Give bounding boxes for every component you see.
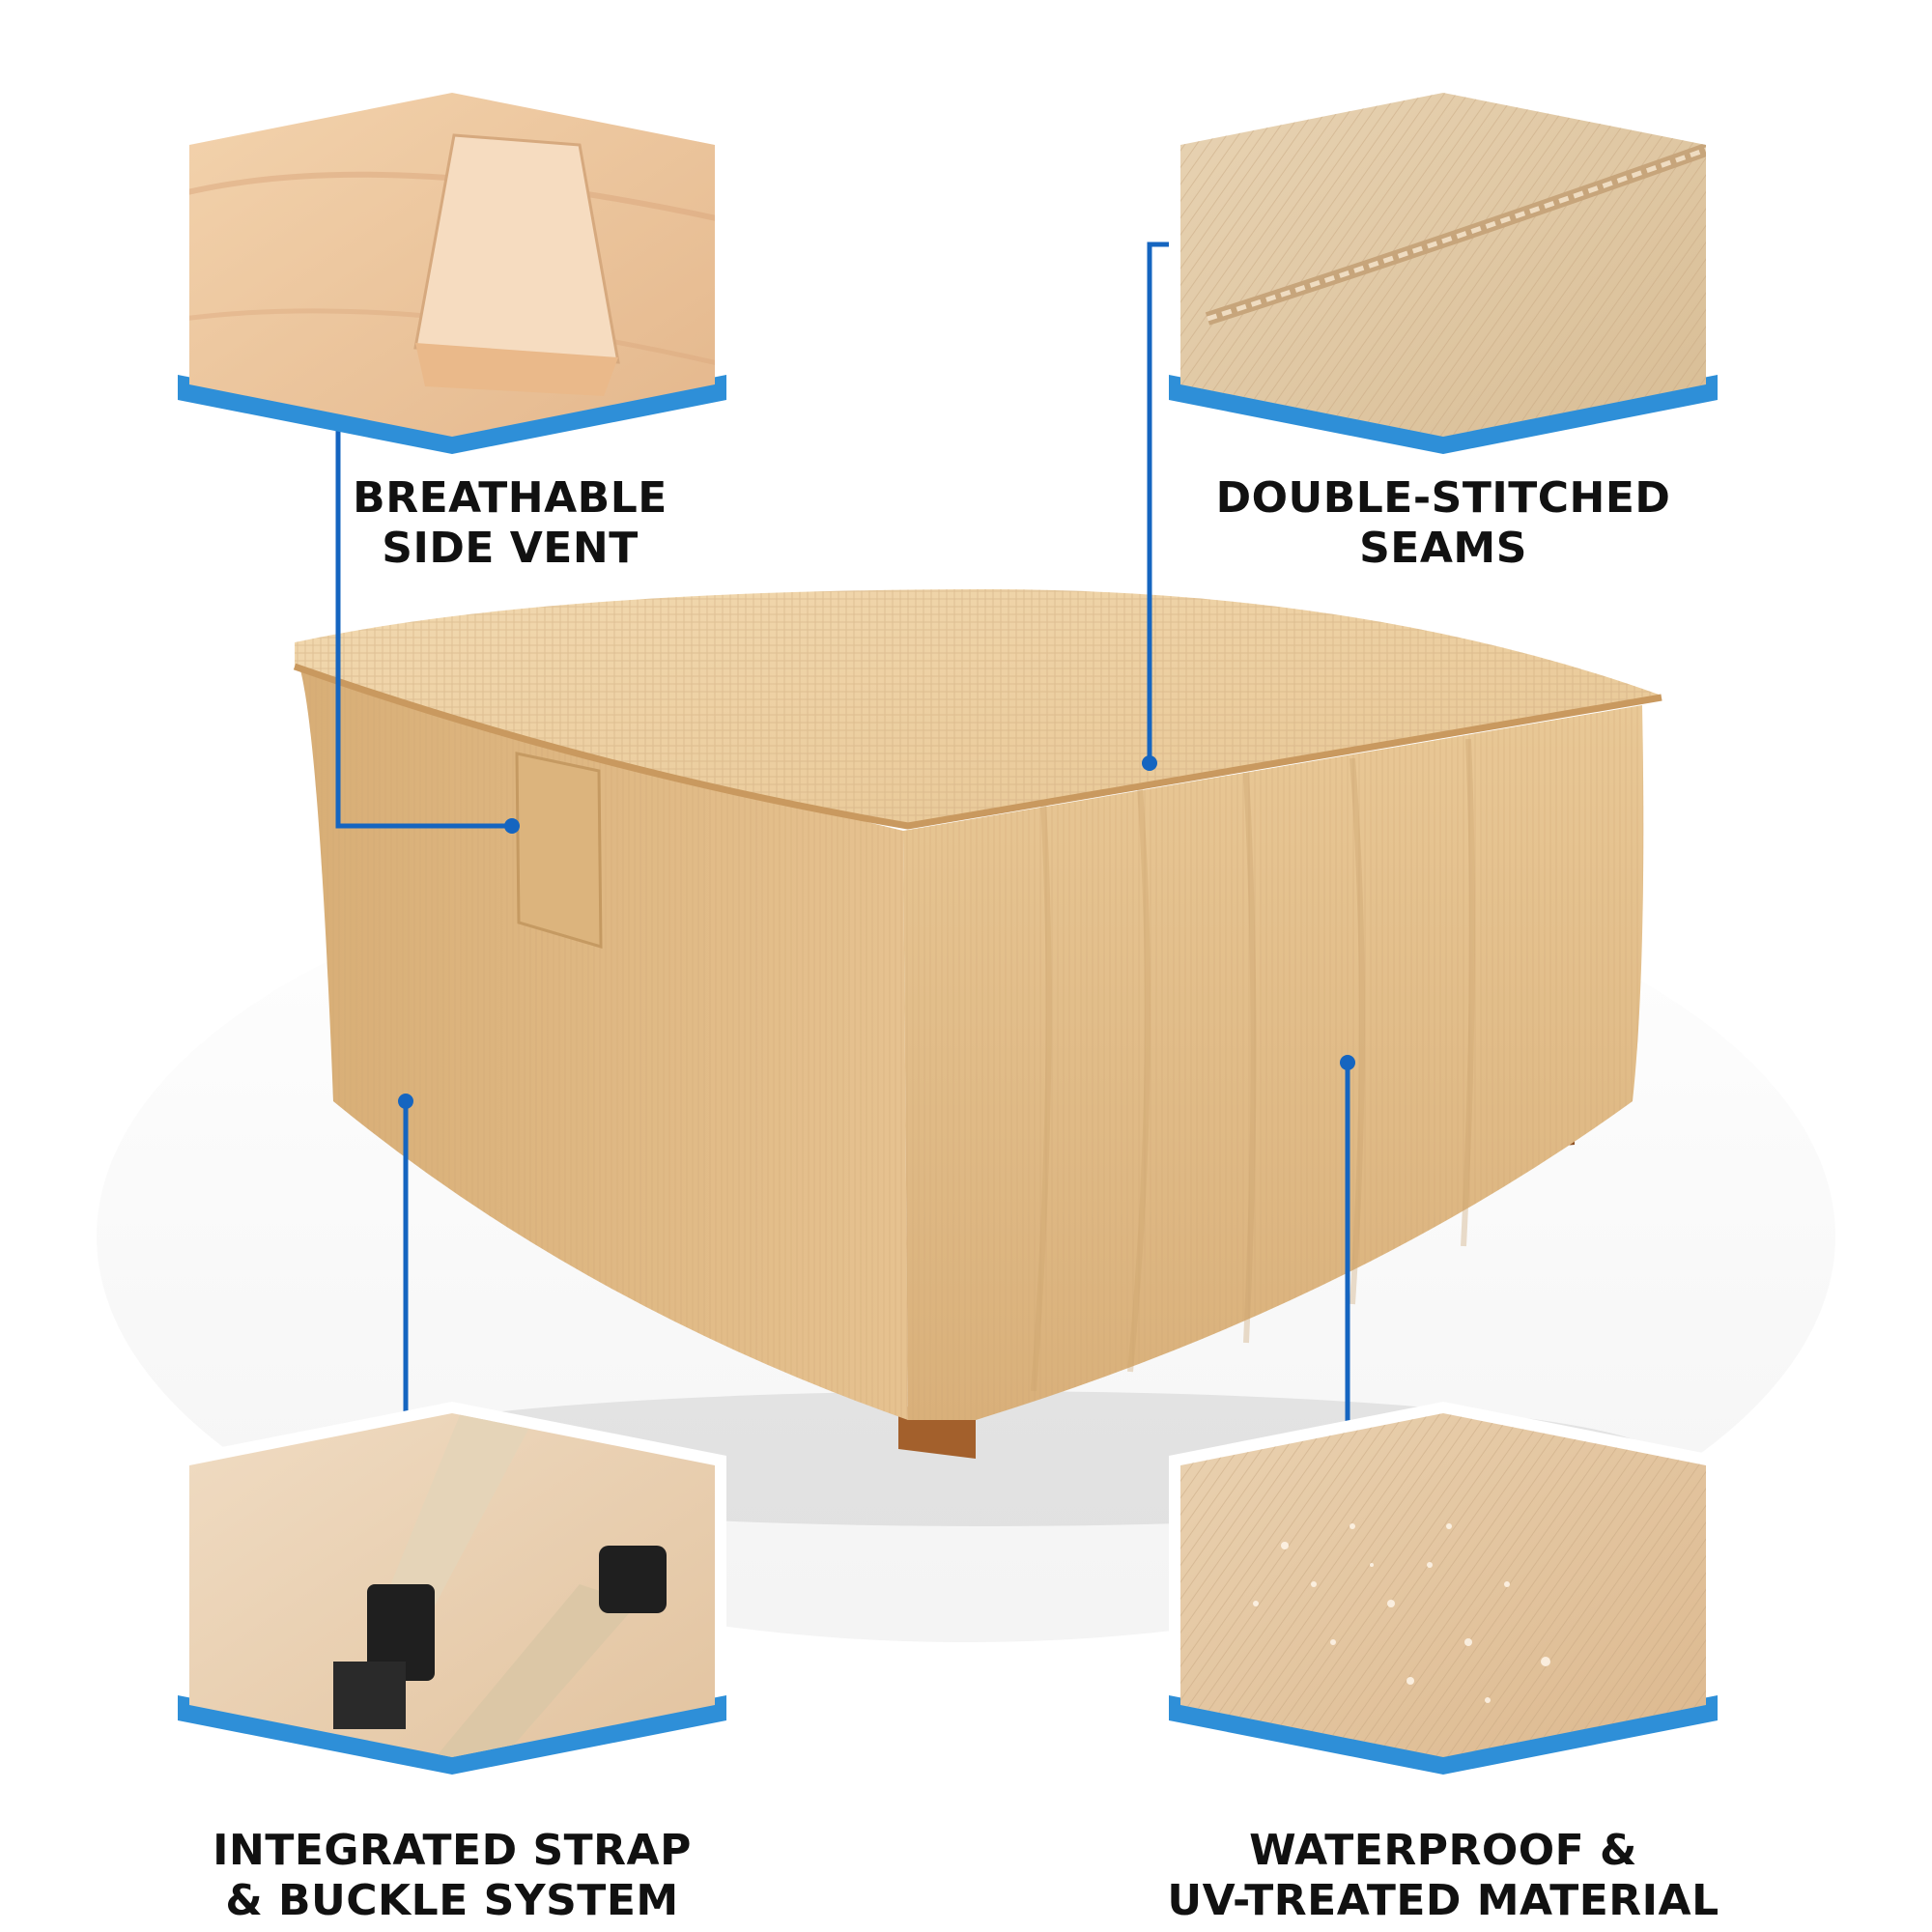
water-drops-closeup-icon [1169,1402,1718,1775]
vent-closeup-icon [178,81,726,454]
feature-label-waterproof: WATERPROOF & UV-TREATED MATERIAL [1105,1826,1781,1926]
feature-label-line: DOUBLE-STITCHED [1215,473,1671,523]
connector-dots [398,755,1355,1109]
feature-label-line: SIDE VENT [382,524,639,573]
buckle-closeup-icon [178,1402,726,1775]
feature-label-strap-buckle: INTEGRATED STRAP & BUCKLE SYSTEM [114,1826,790,1926]
feature-label-line: WATERPROOF & [1249,1826,1637,1875]
feature-label-stitched-seams: DOUBLE-STITCHED SEAMS [1105,473,1781,574]
feature-label-line: BREATHABLE [353,473,668,523]
feature-label-line: INTEGRATED STRAP [213,1826,692,1875]
ottoman-cover-icon [293,589,1662,1526]
feature-label-breathable-vent: BREATHABLE SIDE VENT [172,473,848,574]
feature-label-line: & BUCKLE SYSTEM [225,1876,679,1925]
seam-closeup-icon [1169,81,1718,454]
feature-label-line: SEAMS [1359,524,1527,573]
feature-label-line: UV-TREATED MATERIAL [1167,1876,1719,1925]
